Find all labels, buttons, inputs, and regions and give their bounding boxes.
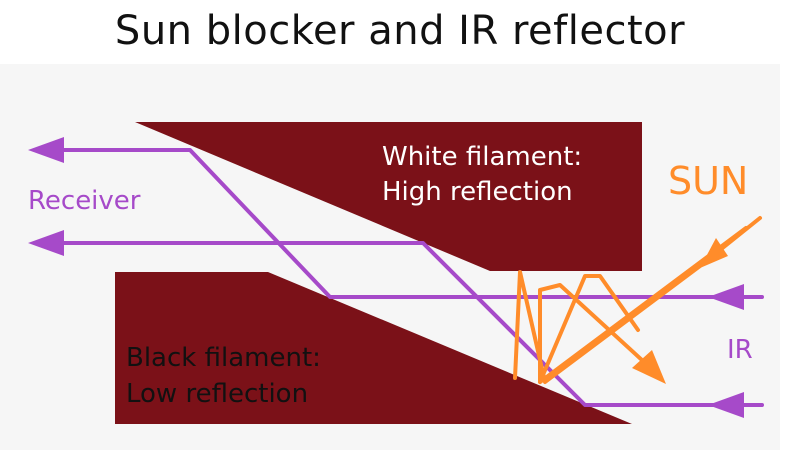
- arrow-receiver-lower: [28, 230, 64, 256]
- ir-label: IR: [727, 335, 753, 365]
- arrow-ir-lower: [708, 392, 744, 418]
- diagram-title: Sun blocker and IR reflector: [114, 8, 686, 54]
- white-filament-shape: [135, 122, 642, 271]
- white-filament-label-line2: High reflection: [382, 177, 573, 207]
- black-filament-label-line1: Black filament:: [126, 343, 321, 373]
- arrow-receiver-upper: [28, 137, 64, 163]
- sun-arrowheads: [632, 238, 728, 384]
- sun-ray-3: [538, 274, 640, 384]
- sun-ray-2: [538, 226, 748, 384]
- black-filament-shape: [115, 272, 632, 424]
- ir-paths: [60, 148, 764, 407]
- sun-label: SUN: [668, 159, 748, 203]
- ir-path-upper: [60, 148, 764, 299]
- ir-path-lower: [60, 241, 764, 407]
- arrow-ir-upper: [708, 284, 744, 310]
- white-filament-label-line1: White filament:: [382, 142, 582, 172]
- ir-arrowheads: [28, 137, 744, 418]
- black-filament-label-line2: Low reflection: [126, 379, 308, 409]
- arrow-sun-incoming: [700, 238, 728, 268]
- arrow-sun-reflected: [632, 350, 666, 384]
- receiver-label: Receiver: [28, 186, 141, 216]
